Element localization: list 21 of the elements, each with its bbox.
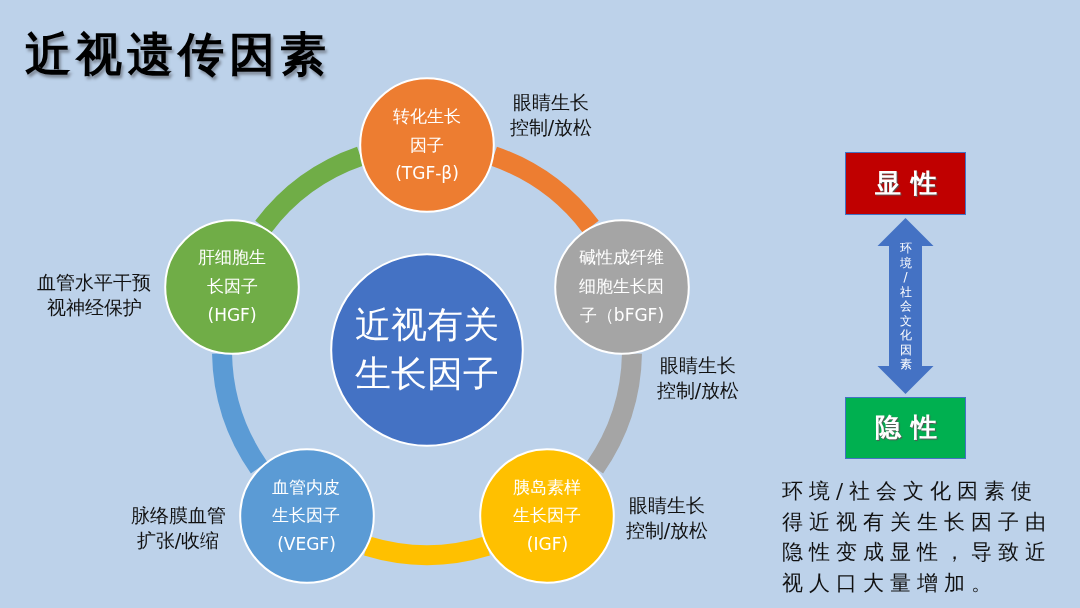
double-arrow <box>877 218 934 394</box>
factor-circle: 胰岛素样生长因子(IGF) <box>479 447 616 584</box>
title: 近视遗传因素 <box>25 27 331 83</box>
factor-circle: 血管内皮生长因子(VEGF) <box>238 447 375 584</box>
trait-box: 显性 <box>845 152 966 215</box>
side-note: 眼睛生长控制/放松 <box>624 493 710 543</box>
center-circle: 近视有关生长因子 <box>330 253 524 447</box>
side-note: 眼睛生长控制/放松 <box>655 353 741 403</box>
factor-circle: 碱性成纤维细胞生长因子（bFGF) <box>553 218 690 355</box>
ring-arc <box>364 536 490 565</box>
ring-arc <box>212 352 268 473</box>
factor-circle: 转化生长因子(TGF-β) <box>359 77 495 213</box>
side-note: 血管水平干预视神经保护 <box>36 270 152 320</box>
ring-arc <box>255 146 365 234</box>
ring-arc <box>586 352 642 473</box>
edge-label: 环境/社会文化因素 <box>899 240 912 372</box>
trait-box: 隐性 <box>845 397 966 459</box>
side-note: 眼睛生长控制/放松 <box>508 90 594 140</box>
factor-circle: 肝细胞生长因子(HGF) <box>164 218 301 355</box>
side-note: 脉络膜血管扩张/收缩 <box>129 503 227 553</box>
description-text: 环境/社会文化因素使得近视有关生长因子由隐性变成显性，导致近视人口大量增加。 <box>782 478 1053 597</box>
